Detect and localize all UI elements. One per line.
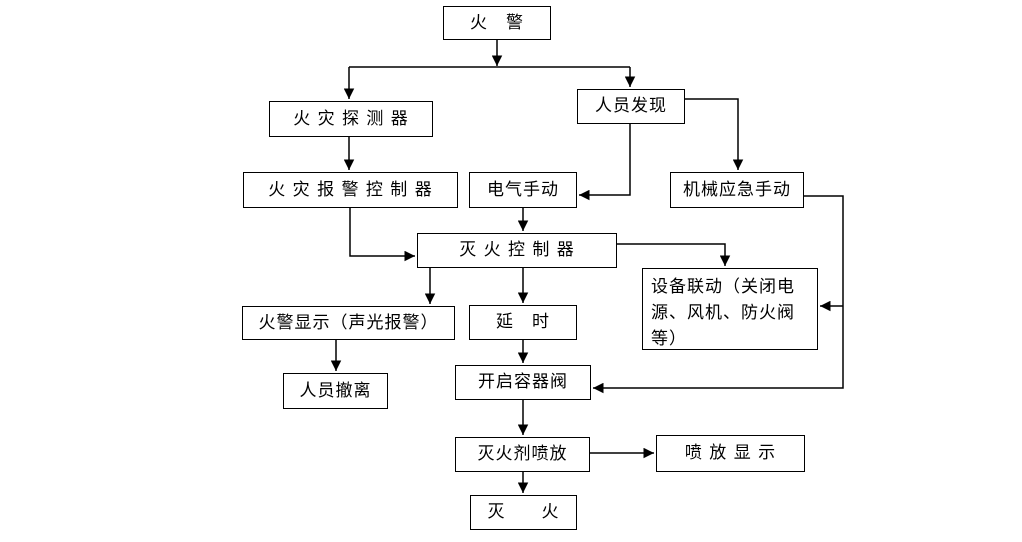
- flow-box-label-electric-manual: 电气手动: [487, 179, 559, 200]
- flow-box-fire-detector: 火 灾 探 测 器: [269, 101, 433, 137]
- flow-box-label-release-display: 喷 放 显 示: [684, 443, 777, 464]
- flow-box-label-fire-alarm: 火 警: [470, 12, 524, 33]
- flow-box-equipment-linkage: 设备联动（关闭电 源、风机、防火阀 等）: [642, 268, 818, 350]
- edge-alarmctrl-to-ext-controller: [349, 208, 415, 262]
- flow-box-fire-extinguished: 灭 火: [470, 495, 577, 530]
- flow-box-label-equipment-linkage: 设备联动（关闭电 源、风机、防火阀 等）: [651, 277, 795, 349]
- flow-box-label-fire-extinguished: 灭 火: [487, 502, 560, 523]
- flow-box-label-fire-detector: 火 灾 探 测 器: [293, 108, 409, 129]
- flow-box-label-open-container-valve: 开启容器阀: [478, 372, 568, 393]
- flow-box-label-mechanical-emergency-manual: 机械应急手动: [683, 179, 791, 200]
- flow-box-label-fire-alarm-display: 火警显示（声光报警）: [258, 312, 439, 333]
- flow-box-electric-manual: 电气手动: [469, 172, 577, 208]
- flow-box-label-delay: 延 时: [496, 312, 550, 333]
- flow-box-open-container-valve: 开启容器阀: [455, 365, 591, 400]
- edge-extctrl-to-linkage-top: [617, 243, 731, 266]
- flow-box-label-personnel-evacuation: 人员撤离: [299, 380, 372, 401]
- flow-box-agent-release: 灭火剂喷放: [455, 437, 590, 472]
- flow-box-fire-alarm: 火 警: [443, 6, 551, 40]
- flow-box-label-fire-alarm-controller: 火 灾 报 警 控 制 器: [268, 179, 433, 200]
- flow-box-personnel-evacuation: 人员撤离: [283, 373, 388, 409]
- flow-box-release-display: 喷 放 显 示: [656, 435, 805, 472]
- flow-box-extinguishing-controller: 灭 火 控 制 器: [417, 233, 617, 268]
- flow-box-label-extinguishing-controller: 灭 火 控 制 器: [459, 240, 575, 261]
- flow-box-personnel-discovery: 人员发现: [577, 89, 685, 124]
- flow-box-fire-alarm-controller: 火 灾 报 警 控 制 器: [243, 172, 458, 208]
- flow-box-delay: 延 时: [469, 305, 577, 340]
- flow-box-label-agent-release: 灭火剂喷放: [477, 444, 568, 465]
- flow-box-fire-alarm-display: 火警显示（声光报警）: [242, 306, 455, 340]
- flow-box-mechanical-emergency-manual: 机械应急手动: [670, 172, 804, 208]
- flow-box-label-personnel-discovery: 人员发现: [595, 96, 667, 117]
- edge-personnel-to-electric: [579, 124, 631, 201]
- edge-personnel-to-mechanical: [685, 98, 744, 170]
